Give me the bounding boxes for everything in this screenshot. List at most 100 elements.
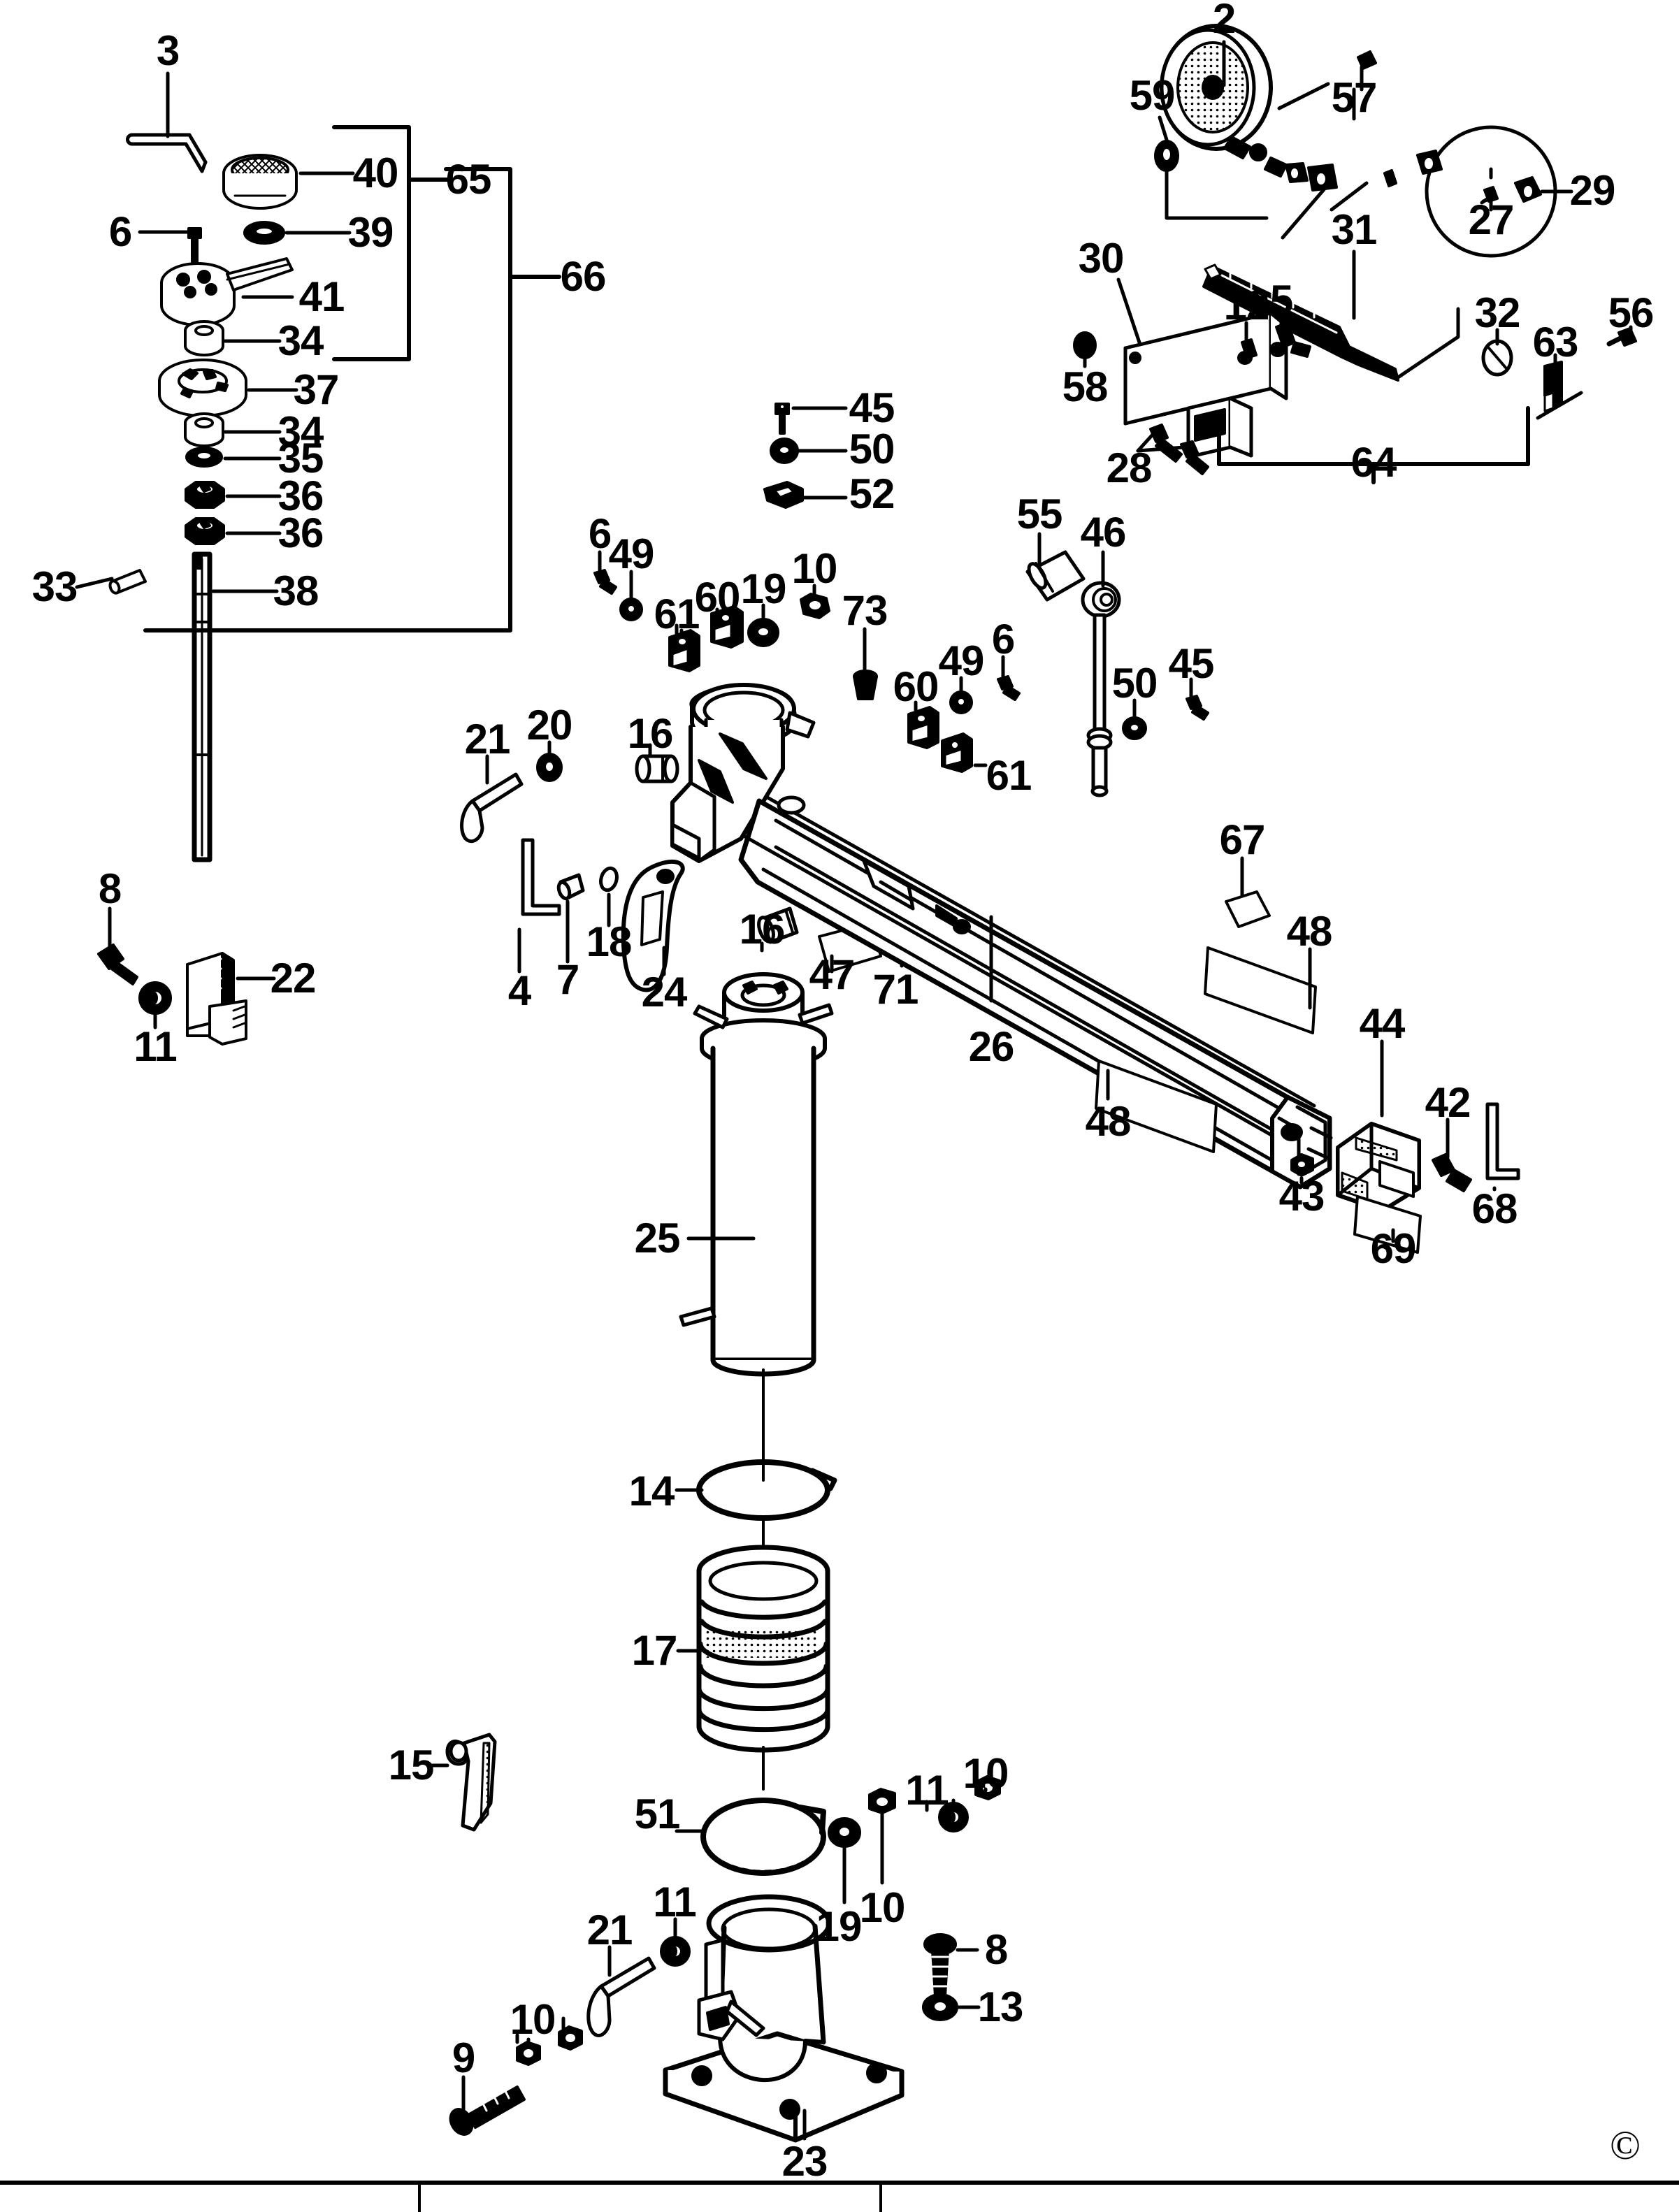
part-35-washer	[185, 447, 223, 468]
part-50-washer-b	[1122, 716, 1147, 740]
callout-46: 46	[1080, 509, 1127, 556]
part-69-nameplate	[1353, 1195, 1422, 1254]
part-6-screw-b	[593, 569, 617, 595]
callout-15: 15	[388, 1742, 435, 1788]
callout-34: 34	[278, 317, 324, 364]
callout-56: 56	[1608, 289, 1655, 336]
callout-63: 63	[1532, 319, 1579, 366]
callout-10: 10	[859, 1884, 906, 1931]
callout-48: 48	[1286, 908, 1333, 955]
callout-58: 58	[1062, 363, 1109, 410]
callout-51: 51	[634, 1791, 681, 1837]
part-41-crank-handle	[160, 257, 294, 326]
callout-20: 20	[526, 702, 573, 749]
part-21-handle-b	[586, 1956, 656, 2037]
part-46-link-rod	[1081, 581, 1121, 797]
callout-45: 45	[849, 384, 895, 431]
part-36-nut-b	[185, 517, 225, 545]
callout-37: 37	[293, 366, 340, 413]
part-44-end-cap	[1336, 1122, 1421, 1213]
part-10-nut-d	[558, 2025, 583, 2051]
callout-44: 44	[1359, 1000, 1406, 1047]
callout-14: 14	[628, 1468, 675, 1515]
part-59-ring	[1154, 140, 1179, 172]
callout-27: 27	[1468, 196, 1515, 243]
callout-16: 16	[627, 710, 674, 757]
callout-49: 49	[608, 530, 655, 577]
part-19-washer-a	[747, 618, 779, 647]
callout-6: 6	[991, 616, 1015, 663]
part-51-clamp-ring	[700, 1798, 826, 1876]
part-8-bolt-base	[923, 1933, 957, 1997]
callout-42: 42	[1425, 1079, 1471, 1126]
part-34-spacer-a	[184, 320, 224, 356]
part-67-small-label	[1225, 890, 1271, 928]
callout-12: 12	[1223, 282, 1270, 328]
callout-43: 43	[1278, 1173, 1325, 1220]
callout-17: 17	[631, 1627, 678, 1674]
part-30-bracket-plate	[1123, 311, 1288, 459]
callout-33: 33	[31, 563, 78, 610]
part-31-threaded-rod	[1202, 263, 1399, 382]
part-13-washer	[922, 1993, 958, 2021]
callout-38: 38	[273, 568, 319, 614]
callout-32: 32	[1474, 289, 1521, 336]
callout-66: 66	[560, 253, 607, 300]
part-15-clamp-lever	[445, 1733, 497, 1832]
callout-30: 30	[1078, 235, 1125, 282]
callout-31: 31	[1331, 206, 1378, 253]
callout-24: 24	[641, 969, 688, 1015]
part-38-elevation-shaft	[192, 551, 212, 862]
callout-60: 60	[893, 663, 939, 710]
callout-69: 69	[1370, 1225, 1417, 1272]
callout-41: 41	[298, 273, 345, 320]
part-28-screws	[1149, 424, 1209, 475]
part-9-long-bolt	[449, 2086, 526, 2136]
part-14-retaining-ring	[696, 1459, 837, 1521]
part-16-bushing-b	[757, 906, 799, 944]
callout-34: 34	[278, 408, 324, 455]
part-48-label-strip-a	[1204, 946, 1317, 1034]
part-45-screw-a	[774, 403, 790, 435]
callout-45: 45	[1168, 640, 1215, 687]
callout-35: 35	[278, 435, 324, 482]
callout-48: 48	[1085, 1098, 1132, 1145]
callout-64: 64	[1350, 439, 1397, 486]
part-37-bearing-race	[158, 359, 247, 417]
callout-61: 61	[654, 591, 700, 637]
part-18-ring	[599, 866, 619, 892]
callout-29: 29	[1569, 167, 1616, 214]
part-25-column-tube	[679, 972, 834, 1377]
callout-60: 60	[694, 574, 741, 621]
callout-8: 8	[98, 865, 122, 912]
part-11-washer-left	[138, 981, 172, 1015]
callout-8: 8	[984, 1926, 1008, 1973]
callout-6: 6	[588, 510, 612, 557]
part-55-sleeve	[1025, 550, 1086, 602]
part-4-l-rod	[521, 838, 561, 916]
callout-47: 47	[809, 951, 856, 998]
callout-19: 19	[816, 1903, 863, 1950]
callout-73: 73	[842, 587, 888, 634]
callout-21: 21	[464, 716, 511, 762]
callout-28: 28	[1106, 444, 1153, 491]
callout-52: 52	[849, 470, 895, 517]
part-68-allen-key	[1485, 1102, 1520, 1180]
callout-13: 13	[977, 1983, 1024, 2030]
part-23-base-casting	[663, 1894, 905, 2143]
callout-49: 49	[938, 637, 985, 684]
part-49-washer-b	[949, 691, 973, 714]
part-3-hex-key	[126, 133, 208, 173]
callout-10: 10	[963, 1750, 1009, 1797]
callout-59: 59	[1129, 72, 1176, 119]
part-27-screws	[1383, 150, 1443, 187]
part-10-nut-base-b	[868, 1788, 896, 1814]
part-12-pin	[1237, 338, 1258, 365]
callout-65: 65	[445, 156, 492, 203]
part-21-handle-a	[460, 772, 524, 844]
part-8-bolt-left	[97, 944, 138, 985]
part-2-motor-cover	[1160, 24, 1338, 191]
callout-7: 7	[556, 956, 579, 1003]
part-6-set-screw-left	[187, 227, 202, 263]
